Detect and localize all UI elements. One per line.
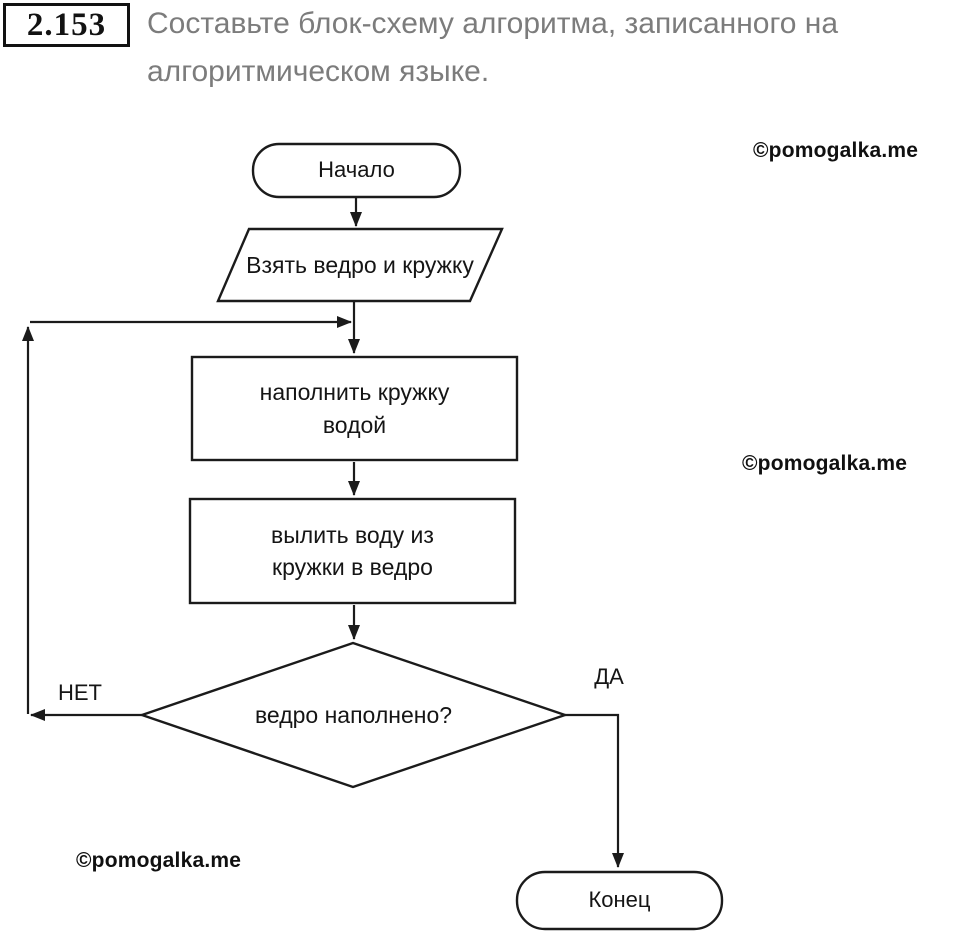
task-number-box: 2.153 [3, 3, 130, 47]
watermark-bottom-left: ©pomogalka.me [76, 849, 242, 872]
process1-rect-shape [190, 355, 519, 462]
task-title: Составьте блок-схему алгоритма, записанн… [147, 7, 839, 88]
process2-rect-shape [188, 497, 517, 605]
start-terminator-shape [251, 142, 462, 199]
task-header: 2.153 Составьте блок-схему алгоритма, за… [2, 0, 958, 96]
decision-diamond-shape [138, 641, 569, 789]
watermark-top-right: ©pomogalka.me [753, 139, 919, 162]
watermark-middle-right: ©pomogalka.me [742, 452, 908, 475]
input-parallelogram-shape [216, 227, 504, 303]
connector-yes-branch [565, 713, 624, 868]
end-terminator-shape [515, 870, 724, 931]
